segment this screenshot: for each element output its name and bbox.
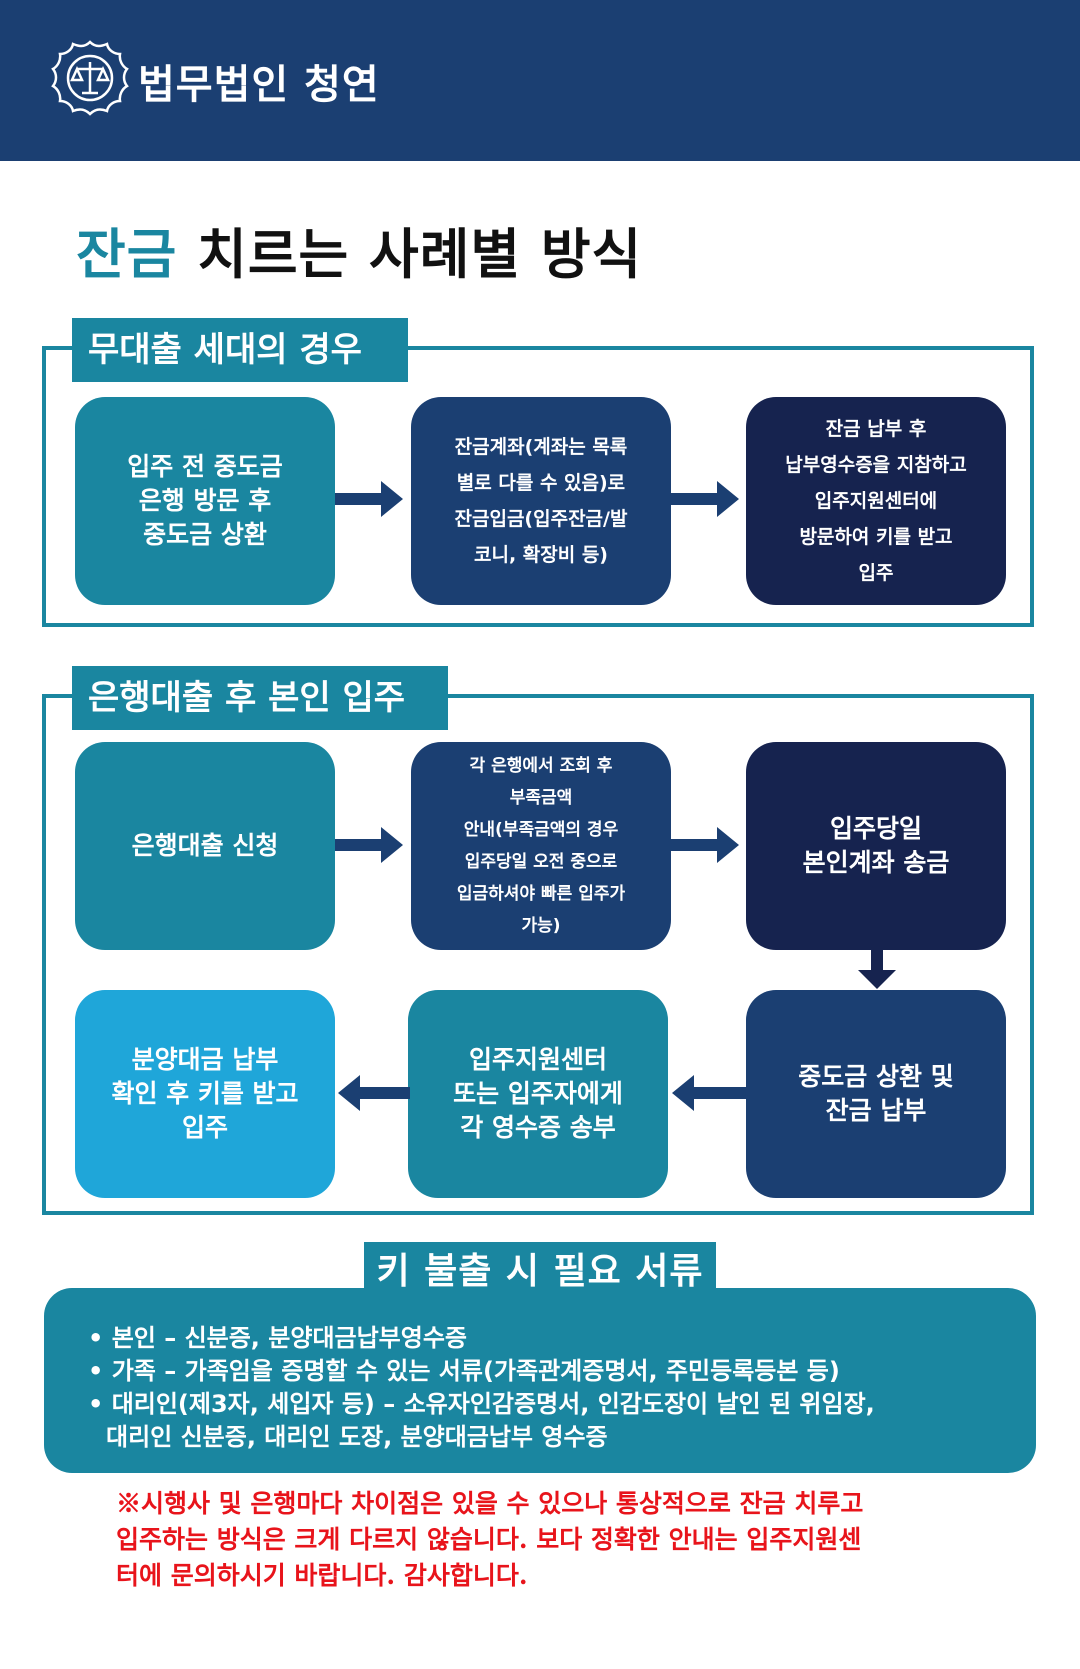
step-line: 잔금 납부: [825, 1096, 927, 1125]
docs-heading: 키 불출 시 필요 서류: [364, 1242, 716, 1302]
bank-loan-step-3: 입주당일 본인계좌 송금: [746, 742, 1006, 950]
step-line: 은행 방문 후: [138, 486, 272, 515]
page-title-rest: 치르는 사례별 방식: [177, 223, 643, 286]
notice-line: ※시행사 및 은행마다 차이점은 있을 수 있으나 통상적으로 잔금 치루고: [116, 1489, 864, 1518]
step-line: 입주 전 중도금: [127, 452, 283, 481]
step-line: 입주지원센터에: [814, 490, 938, 512]
step-line: 중도금 상환: [143, 520, 267, 549]
arrow-left-icon: [338, 1075, 410, 1111]
step-line: 잔금계좌(계좌는 목록: [454, 436, 628, 458]
page-title: 잔금 치르는 사례별 방식: [76, 210, 642, 289]
arrow-right-icon: [335, 481, 403, 517]
bank-loan-step-6: 분양대금 납부 확인 후 키를 받고 입주: [75, 990, 335, 1198]
step-line: 각 은행에서 조회 후: [469, 756, 613, 776]
bank-loan-step-4: 중도금 상환 및 잔금 납부: [746, 990, 1006, 1198]
docs-panel: • 본인 – 신분증, 분양대금납부영수증 • 가족 – 가족임을 증명할 수 …: [44, 1288, 1036, 1473]
section-no-loan: [42, 346, 1034, 627]
step-line: 방문하여 키를 받고: [799, 526, 953, 548]
header-bar: 법무법인 청연: [0, 0, 1080, 161]
step-line: 안내(부족금액의 경우: [463, 820, 619, 840]
step-line: 확인 후 키를 받고: [111, 1079, 299, 1108]
step-line: 별로 다를 수 있음)로: [456, 472, 626, 494]
bank-loan-step-5: 입주지원센터 또는 입주자에게 각 영수증 송부: [408, 990, 668, 1198]
arrow-right-icon: [671, 481, 739, 517]
docs-item-continued: 대리인 신분증, 대리인 도장, 분양대금납부 영수증: [106, 1423, 608, 1451]
notice-line: 입주하는 방식은 크게 다르지 않습니다. 보다 정확한 안내는 입주지원센: [116, 1525, 862, 1554]
no-loan-step-2: 잔금계좌(계좌는 목록 별로 다를 수 있음)로 잔금입금(입주잔금/발 코니,…: [411, 397, 671, 605]
step-line: 입금하셔야 빠른 입주가: [456, 884, 626, 904]
step-line: 부족금액: [509, 788, 573, 808]
step-line: 입주당일 오전 중으로: [464, 852, 618, 872]
step-line: 코니, 확장비 등): [473, 544, 608, 566]
step-line: 은행대출 신청: [131, 831, 279, 860]
notice-line: 터에 문의하시기 바랍니다. 감사합니다.: [116, 1561, 528, 1590]
step-line: 가능): [521, 916, 561, 936]
firm-name: 법무법인 청연: [138, 62, 380, 108]
step-line: 잔금입금(입주잔금/발: [454, 508, 628, 530]
notice-text: ※시행사 및 은행마다 차이점은 있을 수 있으나 통상적으로 잔금 치루고 입…: [116, 1486, 976, 1594]
step-line: 입주지원센터: [468, 1045, 607, 1074]
step-line: 중도금 상환 및: [798, 1062, 954, 1091]
section-bank-loan-label: 은행대출 후 본인 입주: [72, 666, 448, 730]
step-line: 입주: [181, 1113, 228, 1142]
docs-item: • 대리인(제3자, 세입자 등) – 소유자인감증명서, 인감도장이 날인 된…: [88, 1390, 875, 1418]
page-title-accent: 잔금: [76, 223, 178, 286]
scales-emblem-icon: [51, 40, 129, 116]
arrow-right-icon: [335, 827, 403, 863]
docs-item: • 가족 – 가족임을 증명할 수 있는 서류(가족관계증명서, 주민등록등본 …: [88, 1357, 840, 1385]
step-line: 본인계좌 송금: [802, 848, 950, 877]
step-line: 납부영수증을 지참하고: [785, 454, 967, 476]
step-line: 입주: [858, 562, 894, 584]
no-loan-step-3: 잔금 납부 후 납부영수증을 지참하고 입주지원센터에 방문하여 키를 받고 입…: [746, 397, 1006, 605]
arrow-down-icon: [858, 950, 896, 989]
arrow-right-icon: [671, 827, 739, 863]
step-line: 잔금 납부 후: [825, 418, 927, 440]
section-no-loan-label: 무대출 세대의 경우: [72, 318, 408, 382]
step-line: 또는 입주자에게: [453, 1079, 623, 1108]
step-line: 입주당일: [829, 814, 922, 843]
no-loan-step-1: 입주 전 중도금 은행 방문 후 중도금 상환: [75, 397, 335, 605]
section-bank-loan: [42, 694, 1034, 1215]
bank-loan-step-2: 각 은행에서 조회 후 부족금액 안내(부족금액의 경우 입주당일 오전 중으로…: [411, 742, 671, 950]
step-line: 분양대금 납부: [131, 1045, 279, 1074]
step-line: 각 영수증 송부: [460, 1113, 616, 1142]
bank-loan-step-1: 은행대출 신청: [75, 742, 335, 950]
arrow-left-icon: [672, 1075, 748, 1111]
docs-item: • 본인 – 신분증, 분양대금납부영수증: [88, 1324, 467, 1352]
